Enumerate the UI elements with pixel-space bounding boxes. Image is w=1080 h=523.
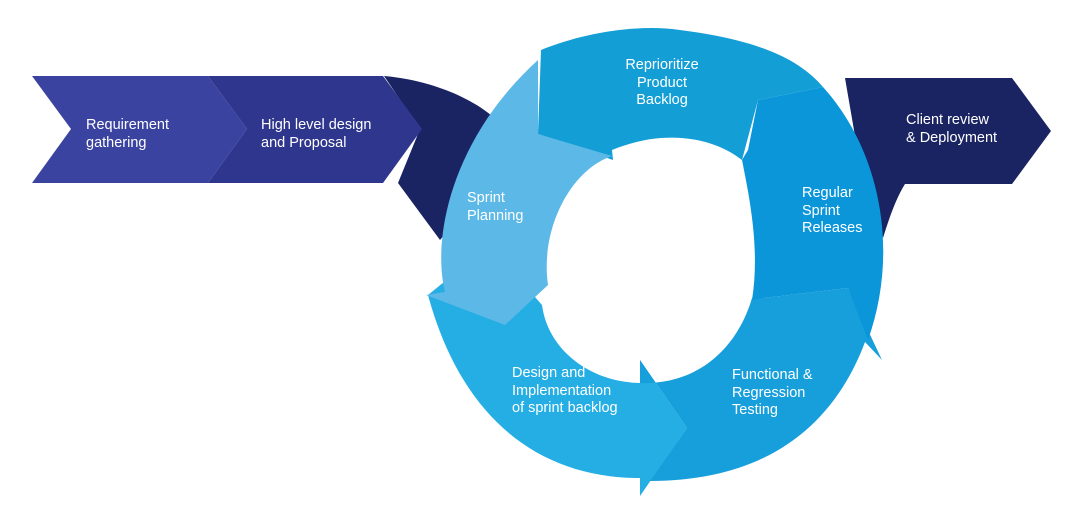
label-high-level-design: High level design and Proposal — [261, 117, 371, 152]
label-line: Sprint — [467, 190, 505, 206]
label-reprioritize-backlog: Reprioritize Product Backlog — [606, 57, 718, 110]
cycle-segment-design-implementation — [428, 265, 687, 496]
exit-connector — [845, 78, 1051, 238]
label-line: Regression — [732, 384, 806, 401]
label-line: Sprint — [802, 202, 840, 219]
label-line: Design and — [512, 365, 586, 381]
label-line: Releases — [802, 220, 863, 236]
label-line: Functional & — [732, 367, 813, 383]
label-line: Client review — [906, 112, 989, 128]
label-line: & Deployment — [906, 129, 998, 146]
label-regular-sprint-releases: Regular Sprint Releases — [802, 185, 862, 238]
label-client-review-deployment: Client review & Deployment — [906, 112, 997, 147]
chevron-high-level-design — [208, 76, 422, 183]
chevron-requirement-gathering — [32, 76, 247, 183]
cycle-segment-reprioritize-backlog — [538, 28, 823, 161]
label-line: Regular — [802, 185, 853, 201]
label-line: Reprioritize — [625, 57, 699, 73]
label-line: of sprint backlog — [512, 400, 618, 416]
label-line: gathering — [86, 134, 147, 151]
cycle-segment-functional-testing — [640, 288, 882, 481]
label-functional-regression-testing: Functional & Regression Testing — [732, 367, 813, 420]
cycle-segment-sprint-planning — [426, 60, 612, 325]
label-line: Implementation — [512, 382, 612, 399]
label-line: and Proposal — [261, 134, 347, 151]
label-sprint-planning: Sprint Planning — [467, 190, 523, 225]
label-line: Testing — [732, 402, 778, 418]
label-line: Planning — [467, 207, 524, 224]
label-design-implementation: Design and Implementation of sprint back… — [512, 365, 618, 418]
label-line: High level design — [261, 117, 372, 133]
label-line: Backlog — [636, 92, 688, 108]
label-line: Requirement — [86, 117, 170, 133]
label-line: Product — [637, 74, 687, 91]
label-requirement-gathering: Requirement gathering — [86, 117, 169, 152]
cycle-segment-sprint-releases — [742, 87, 884, 340]
